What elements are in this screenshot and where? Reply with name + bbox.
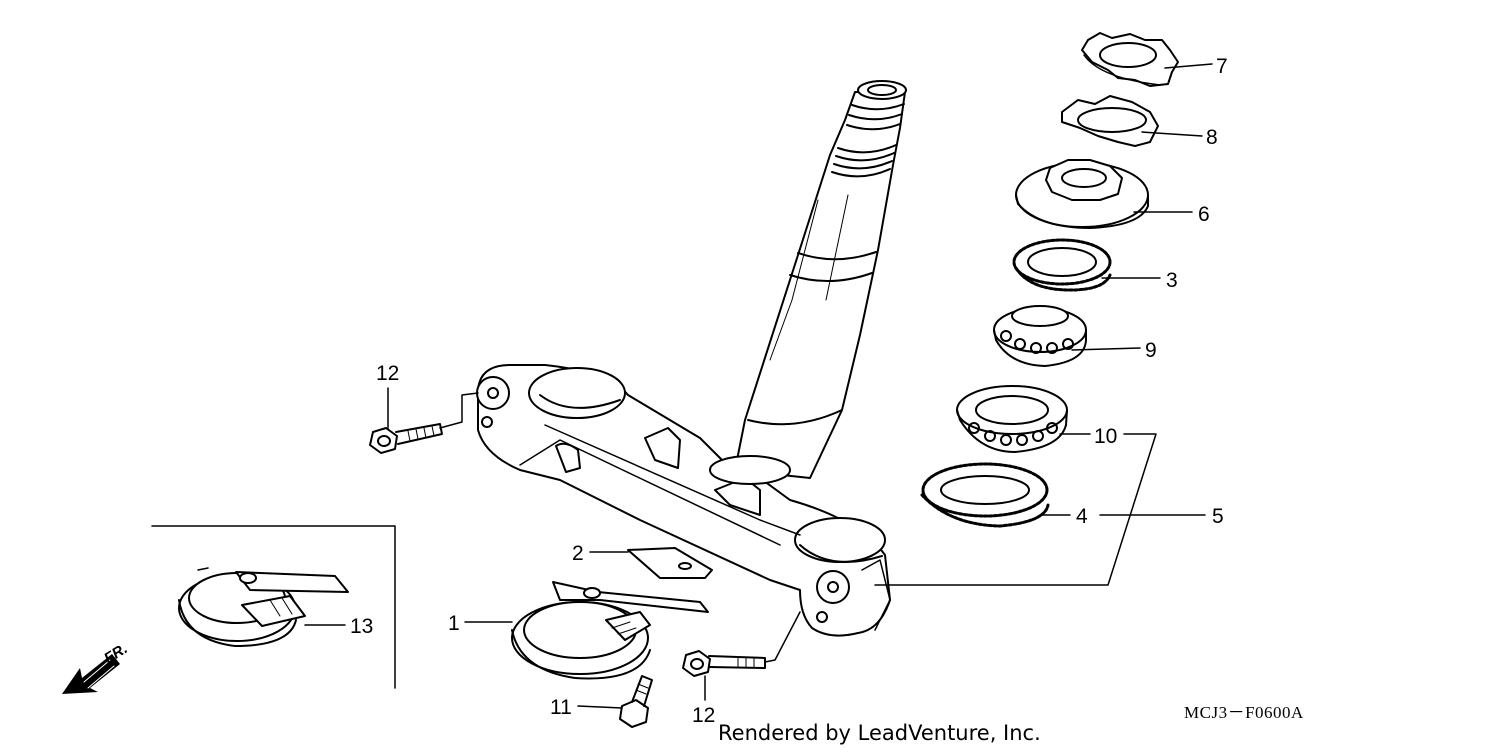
callout-13: 13 (350, 615, 373, 638)
callout-2: 2 (572, 542, 584, 565)
callout-8: 8 (1206, 126, 1218, 149)
callout-9: 9 (1145, 339, 1157, 362)
diagram-code: MCJ3－F0600A (1184, 703, 1304, 722)
lower-triple-clamp (476, 364, 891, 637)
callout-7: 7 (1216, 55, 1228, 78)
seal-part-4 (920, 462, 1050, 528)
inset-bracket (151, 525, 396, 689)
callout-5: 5 (1212, 505, 1224, 528)
steering-stem-shaft (734, 80, 907, 479)
labels: 7 8 6 3 9 10 4 5 2 1 11 12 12 13 FR. MCJ… (101, 55, 1304, 745)
callout-12-upper: 12 (376, 362, 399, 385)
dust-seal-part-3 (1012, 238, 1112, 292)
callout-10: 10 (1094, 425, 1117, 448)
callout-1: 1 (448, 612, 460, 635)
adjusting-nut-part-6 (1015, 159, 1149, 229)
render-credit: Rendered by LeadVenture, Inc. (718, 721, 1041, 745)
horn-part-13 (178, 567, 349, 647)
callout-12-lower: 12 (692, 704, 715, 727)
bolt-12-lower (682, 650, 766, 677)
lock-nut-part-7 (1081, 32, 1179, 87)
bearing-part-9 (993, 305, 1087, 367)
bearing-part-10 (956, 385, 1068, 453)
leader-lines (304, 63, 1213, 709)
callout-11: 11 (550, 696, 572, 719)
lock-washer-part-8 (1061, 95, 1159, 147)
front-arrow-icon (62, 654, 120, 694)
bolt-11 (619, 675, 653, 728)
plate-part-2 (627, 547, 713, 579)
callout-4: 4 (1076, 505, 1088, 528)
callout-3: 3 (1166, 269, 1178, 292)
horn-part-1 (511, 581, 709, 680)
callout-6: 6 (1198, 203, 1210, 226)
bolt-12-upper (369, 423, 443, 454)
